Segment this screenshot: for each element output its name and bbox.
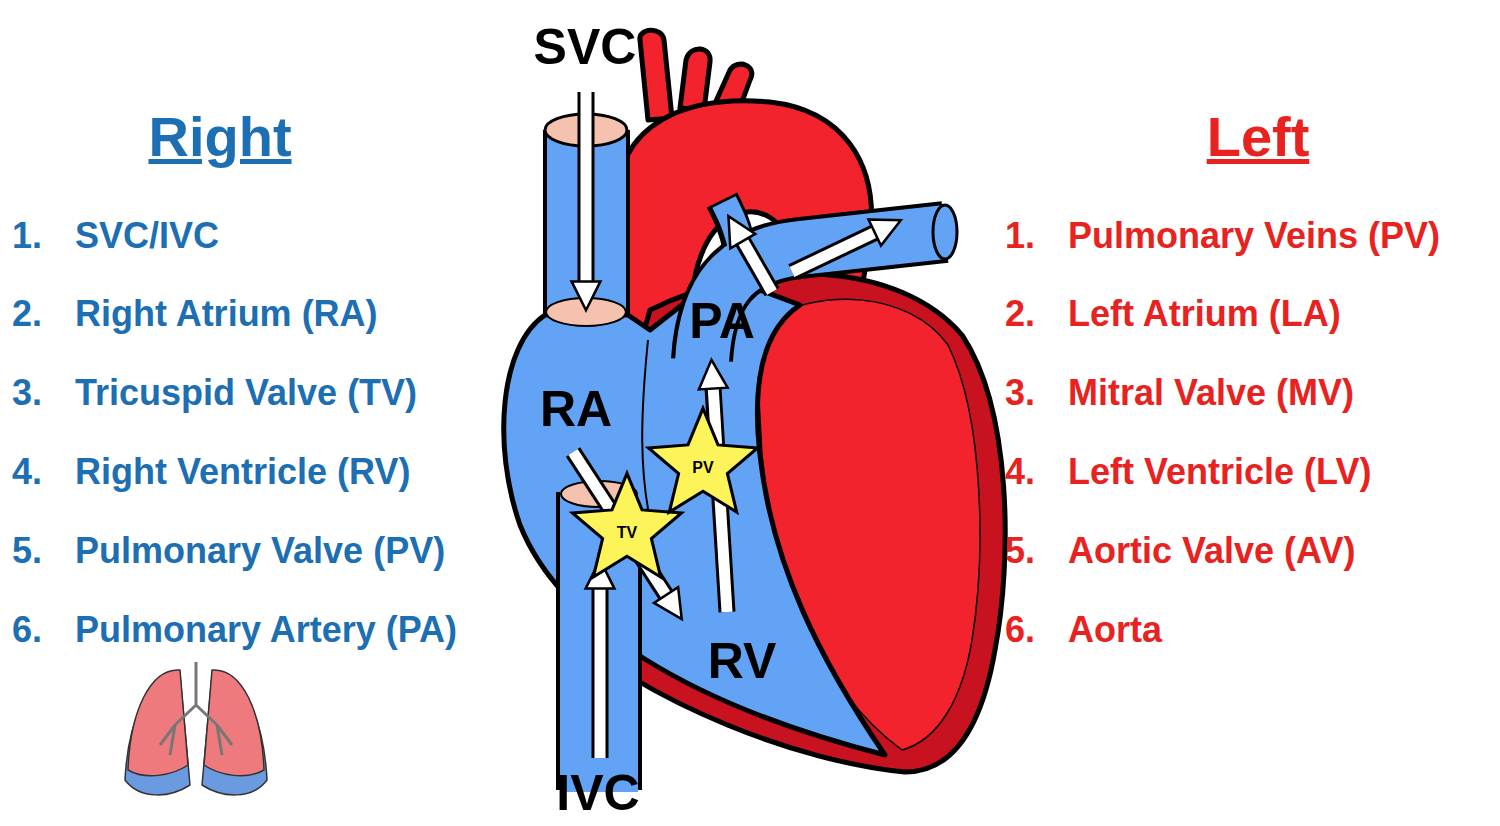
list-number: 1. — [12, 215, 42, 256]
list-item: Pulmonary Artery (PA) — [75, 609, 457, 650]
valve-label: TV — [617, 525, 637, 541]
list-item: Left Atrium (LA) — [1068, 293, 1341, 334]
valve-star: TV — [566, 466, 688, 588]
structure-label: RV — [708, 633, 777, 691]
structure-label: PA — [689, 293, 755, 351]
flow-arrows — [573, 92, 878, 758]
svc-opening — [546, 298, 626, 326]
list-number: 3. — [1005, 372, 1035, 413]
structure-label: IVC — [556, 765, 639, 823]
list-item: SVC/IVC — [75, 215, 219, 256]
list-number: 4. — [12, 451, 42, 492]
list-number: 2. — [1005, 293, 1035, 334]
list-number: 2. — [12, 293, 42, 334]
list-item: Pulmonary Veins (PV) — [1068, 215, 1440, 256]
side-heading: Right — [148, 105, 291, 169]
list-number: 5. — [12, 530, 42, 571]
list-item: Right Ventricle (RV) — [75, 451, 410, 492]
list-item: Aortic Valve (AV) — [1068, 530, 1355, 571]
list-number: 1. — [1005, 215, 1035, 256]
list-number: 3. — [12, 372, 42, 413]
list-item: Mitral Valve (MV) — [1068, 372, 1354, 413]
star-outline — [648, 408, 757, 512]
structure-label: SVC — [534, 19, 637, 77]
valve-label: PV — [692, 460, 713, 476]
list-number: 4. — [1005, 451, 1035, 492]
list-item: Tricuspid Valve (TV) — [75, 372, 417, 413]
list-number: 5. — [1005, 530, 1035, 571]
side-heading: Left — [1207, 105, 1310, 169]
list-item: Pulmonary Valve (PV) — [75, 530, 445, 571]
septum-line — [642, 340, 650, 520]
list-number: 6. — [1005, 609, 1035, 650]
list-number: 6. — [12, 609, 42, 650]
list-item: Right Atrium (RA) — [75, 293, 378, 334]
list-item: Left Ventricle (LV) — [1068, 451, 1371, 492]
list-item: Aorta — [1068, 609, 1162, 650]
valve-star: PV — [642, 401, 764, 523]
lungs-icon — [125, 662, 267, 795]
structure-label: RA — [540, 381, 612, 439]
star-outline — [572, 473, 681, 577]
